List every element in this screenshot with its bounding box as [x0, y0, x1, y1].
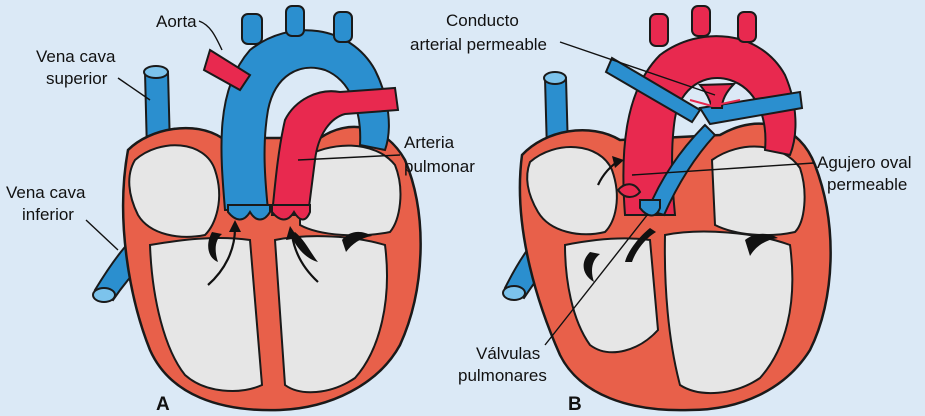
- heart-a: [93, 6, 421, 410]
- aortic-branch-3-b: [738, 12, 756, 42]
- label-ivc-line1: Vena cava: [6, 183, 86, 202]
- heart-b: [503, 6, 831, 410]
- label-svc-line1: Vena cava: [36, 47, 116, 66]
- label-pa-line1: Arteria: [404, 133, 455, 152]
- label-valves-line2: pulmonares: [458, 366, 547, 385]
- label-ductus-line2: arterial permeable: [410, 35, 547, 54]
- label-pa-line2: pulmonar: [404, 157, 475, 176]
- panel-label-b: B: [568, 394, 582, 415]
- panel-label-a: A: [156, 394, 170, 415]
- label-ductus-line1: Conducto: [446, 11, 519, 30]
- label-svc-line2: superior: [46, 69, 108, 88]
- left-atrium-b: [712, 147, 805, 236]
- inferior-vena-cava-opening-b: [503, 286, 525, 300]
- aortic-branch-1-b: [650, 14, 668, 46]
- label-foramen-line1: Agujero oval: [817, 153, 912, 172]
- leader-ivc: [86, 220, 118, 250]
- superior-vena-cava-opening-b: [544, 72, 566, 84]
- aortic-branch-3-a: [334, 12, 352, 42]
- aortic-branch-2-a: [286, 6, 304, 36]
- label-valves-line1: Válvulas: [476, 344, 540, 363]
- aortic-branch-1-a: [242, 14, 262, 44]
- inferior-vena-cava-opening-a: [93, 288, 115, 302]
- left-pulmonary-branch-a: [204, 50, 250, 90]
- leader-aorta: [199, 21, 222, 50]
- aortic-branch-2-b: [692, 6, 710, 36]
- aortic-valve-cusps-a: [272, 205, 310, 220]
- label-foramen-line2: permeable: [827, 175, 907, 194]
- label-aorta: Aorta: [156, 12, 197, 31]
- superior-vena-cava-opening-a: [144, 66, 168, 78]
- label-ivc-line2: inferior: [22, 205, 74, 224]
